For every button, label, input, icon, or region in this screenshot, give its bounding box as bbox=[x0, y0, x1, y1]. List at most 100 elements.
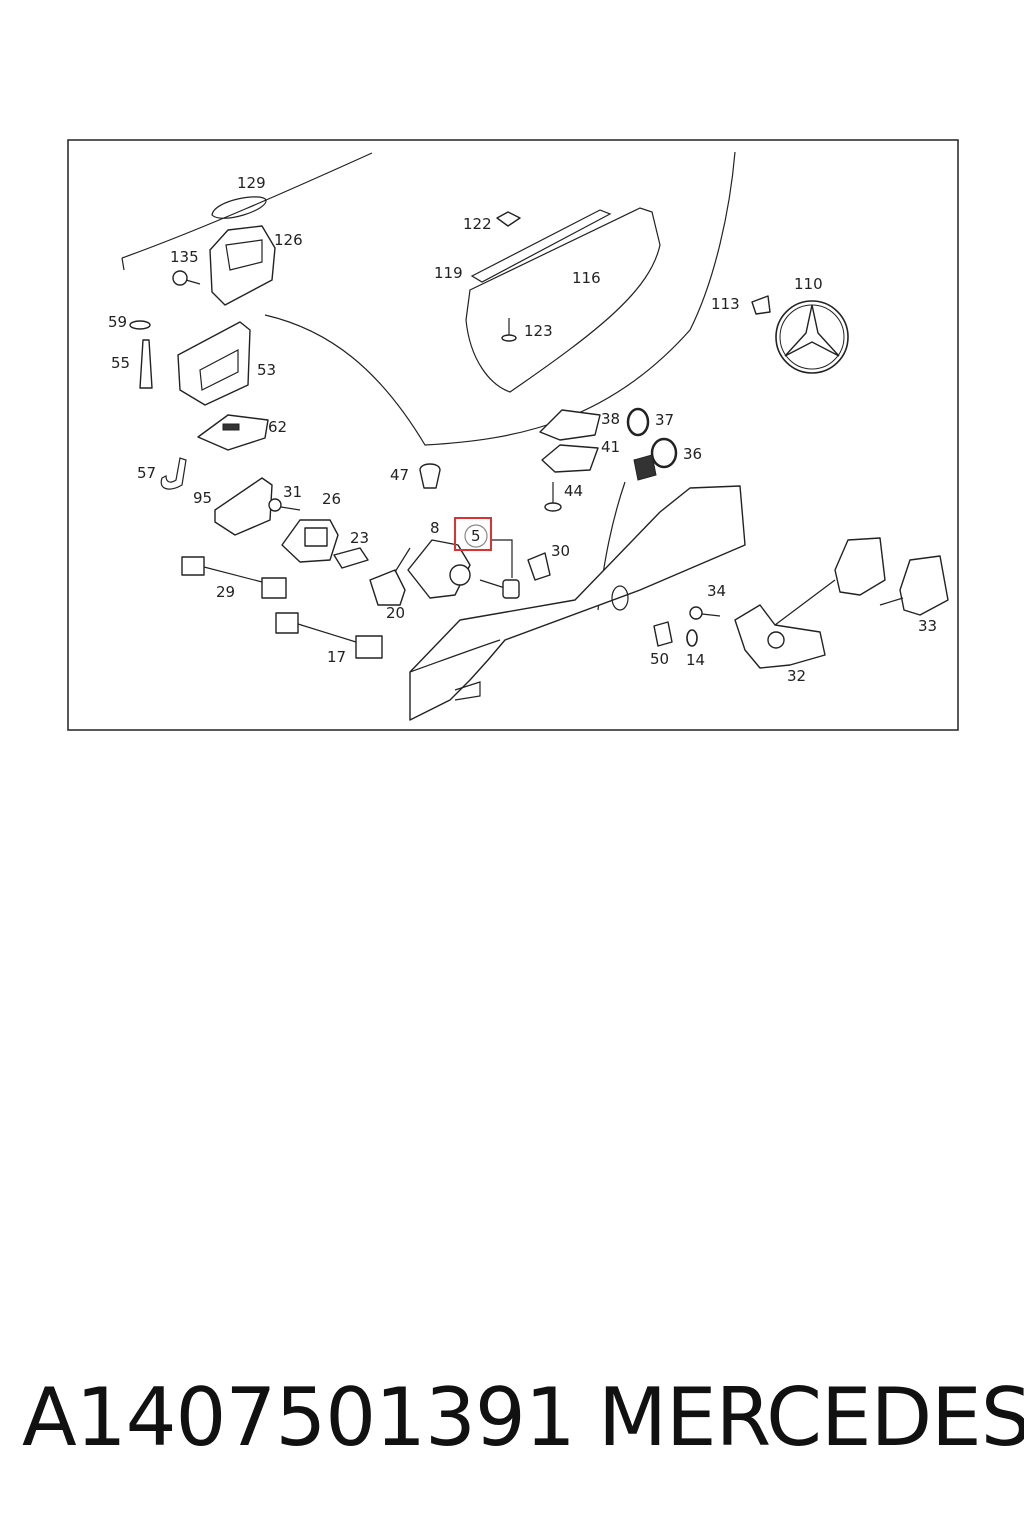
part-129-seal bbox=[211, 196, 267, 219]
callout-110: 110 bbox=[794, 275, 823, 293]
trunk-lid-outline bbox=[264, 151, 736, 446]
part-23-clip bbox=[333, 547, 369, 569]
callout-36: 36 bbox=[683, 445, 702, 463]
callout-50: 50 bbox=[650, 650, 669, 668]
part-36-plug bbox=[633, 454, 657, 481]
highlight-box bbox=[454, 517, 492, 551]
callout-41: 41 bbox=[601, 438, 620, 456]
callout-34: 34 bbox=[707, 582, 726, 600]
part-119-strip bbox=[470, 209, 612, 283]
callout-62: 62 bbox=[268, 418, 287, 436]
callout-59: 59 bbox=[108, 313, 127, 331]
part-57-hook bbox=[160, 457, 187, 490]
part-122-nut bbox=[496, 211, 521, 227]
callout-47: 47 bbox=[390, 466, 409, 484]
diagram-border bbox=[67, 139, 959, 731]
part-29-connector-b bbox=[261, 577, 287, 599]
part-30-clip bbox=[527, 552, 551, 581]
callout-57: 57 bbox=[137, 464, 156, 482]
part-31-shaft bbox=[280, 506, 301, 511]
part-53-window bbox=[199, 349, 239, 391]
part-113-clip bbox=[751, 295, 771, 315]
callout-33: 33 bbox=[918, 617, 937, 635]
diagram-svg: 129 126 135 59 55 53 62 57 95 31 26 23 2… bbox=[67, 139, 959, 731]
parts-diagram: 129 126 135 59 55 53 62 57 95 31 26 23 2… bbox=[0, 0, 1024, 760]
part-17-connector-a bbox=[275, 612, 299, 634]
callout-8: 8 bbox=[430, 519, 440, 537]
part-53-bracket bbox=[177, 321, 251, 406]
part-126-lens bbox=[225, 239, 263, 271]
part-26-body bbox=[304, 527, 328, 547]
part-34-shaft bbox=[701, 613, 721, 617]
part-17-wire bbox=[297, 623, 357, 643]
part-41-bracket bbox=[541, 444, 599, 473]
part-123-head bbox=[501, 334, 517, 342]
callout-53: 53 bbox=[257, 361, 276, 379]
callout-31: 31 bbox=[283, 483, 302, 501]
part-5-leader bbox=[490, 539, 513, 578]
callout-17: 17 bbox=[327, 648, 346, 666]
part-62-slot bbox=[222, 423, 240, 431]
key-head bbox=[502, 579, 520, 599]
part-38-plate bbox=[539, 409, 601, 441]
part-5-lock-cylinder bbox=[449, 564, 471, 586]
part-135-shaft bbox=[185, 279, 201, 285]
part-95-bracket bbox=[214, 477, 273, 536]
part-37-ring bbox=[626, 407, 650, 437]
part-number: A1407501391 bbox=[22, 1371, 576, 1464]
callout-116: 116 bbox=[572, 269, 601, 287]
part-135-screw bbox=[172, 270, 188, 286]
part-36-grommet bbox=[650, 437, 678, 469]
part-44-head bbox=[544, 502, 562, 512]
part-126-housing bbox=[209, 225, 276, 306]
part-55-pin bbox=[139, 339, 153, 389]
part-50-clip bbox=[653, 621, 673, 647]
callout-126: 126 bbox=[274, 231, 303, 249]
trunk-outline-edge bbox=[121, 257, 125, 271]
part-110-star bbox=[784, 304, 840, 357]
license-plate-recess bbox=[465, 207, 661, 393]
callout-44: 44 bbox=[564, 482, 583, 500]
trunk-outline-top bbox=[121, 152, 373, 259]
trunk-trim-edge bbox=[409, 639, 501, 673]
brand-name: MERCEDES bbox=[598, 1371, 1024, 1464]
part-110-emblem bbox=[775, 300, 849, 374]
part-33-actuator-a bbox=[834, 537, 886, 596]
callout-129: 129 bbox=[237, 174, 266, 192]
callout-135: 135 bbox=[170, 248, 199, 266]
callout-5-circle bbox=[464, 524, 488, 548]
callout-55: 55 bbox=[111, 354, 130, 372]
part-20-actuator bbox=[369, 569, 406, 606]
callout-113: 113 bbox=[711, 295, 740, 313]
callout-95: 95 bbox=[193, 489, 212, 507]
callout-26: 26 bbox=[322, 490, 341, 508]
callout-37: 37 bbox=[655, 411, 674, 429]
callout-20: 20 bbox=[386, 604, 405, 622]
part-29-wire bbox=[203, 566, 263, 583]
part-34-bolt bbox=[689, 606, 703, 620]
trunk-trim-handle bbox=[454, 681, 481, 701]
part-29-connector-a bbox=[181, 556, 205, 576]
part-33-actuator-b bbox=[899, 555, 949, 616]
callout-119: 119 bbox=[434, 264, 463, 282]
part-17-connector-b bbox=[355, 635, 383, 659]
trunk-trim-hole bbox=[611, 585, 629, 611]
part-14-washer bbox=[686, 629, 698, 647]
part-59-washer bbox=[129, 320, 151, 330]
callout-14: 14 bbox=[686, 651, 705, 669]
callout-23: 23 bbox=[350, 529, 369, 547]
callout-29: 29 bbox=[216, 583, 235, 601]
part-47-grommet bbox=[419, 463, 441, 489]
part-31-bolt bbox=[268, 498, 282, 512]
part-62-plate bbox=[197, 414, 269, 451]
part-33-rod bbox=[879, 597, 904, 606]
part-32-cable bbox=[774, 579, 836, 626]
callout-123: 123 bbox=[524, 322, 553, 340]
part-20-rod bbox=[394, 547, 411, 573]
part-32-pivot bbox=[767, 631, 785, 649]
callout-30: 30 bbox=[551, 542, 570, 560]
trunk-trim-panel bbox=[409, 485, 746, 721]
callout-38: 38 bbox=[601, 410, 620, 428]
key-blade bbox=[479, 579, 506, 589]
callout-122: 122 bbox=[463, 215, 492, 233]
